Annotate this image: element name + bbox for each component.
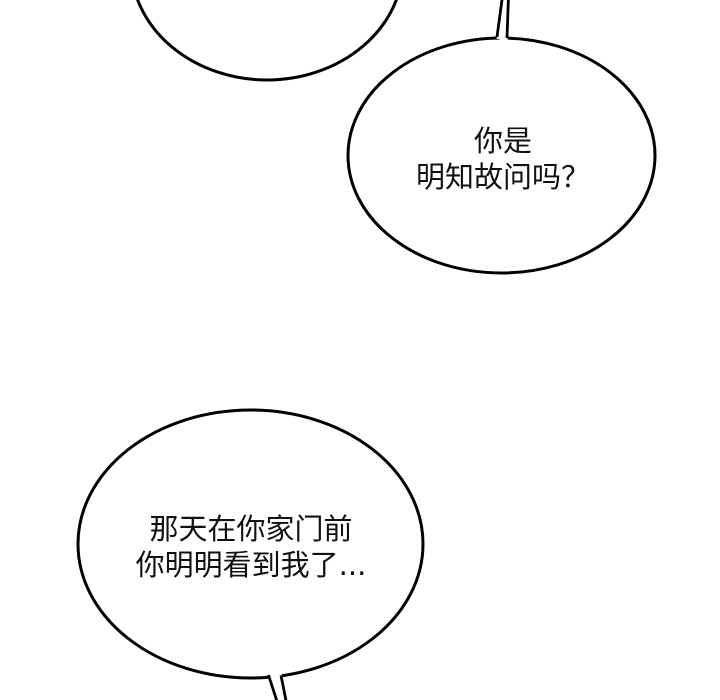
question-bubble-line-2: 明知故问吗？ [415,160,591,194]
question-bubble-line-1: 你是 [473,124,533,158]
reply-bubble-line-1: 那天在你家门前 [149,512,353,546]
reply-bubble-line-2: 你明明看到我了... [135,548,367,582]
reply-bubble-text: 那天在你家门前 你明明看到我了... [136,511,367,583]
question-bubble-text: 你是 明知故问吗？ [416,123,590,195]
offscreen-bubble-outline [136,0,398,82]
question-bubble-tail-fill [496,0,509,41]
reply-bubble-outline [76,408,425,680]
question-bubble-tail-left-edge [495,0,504,38]
question-bubble-tail-right-edge [505,0,510,39]
reply-bubble-tail-right-edge [279,675,288,700]
reply-bubble-tail-left-edge [267,674,279,700]
